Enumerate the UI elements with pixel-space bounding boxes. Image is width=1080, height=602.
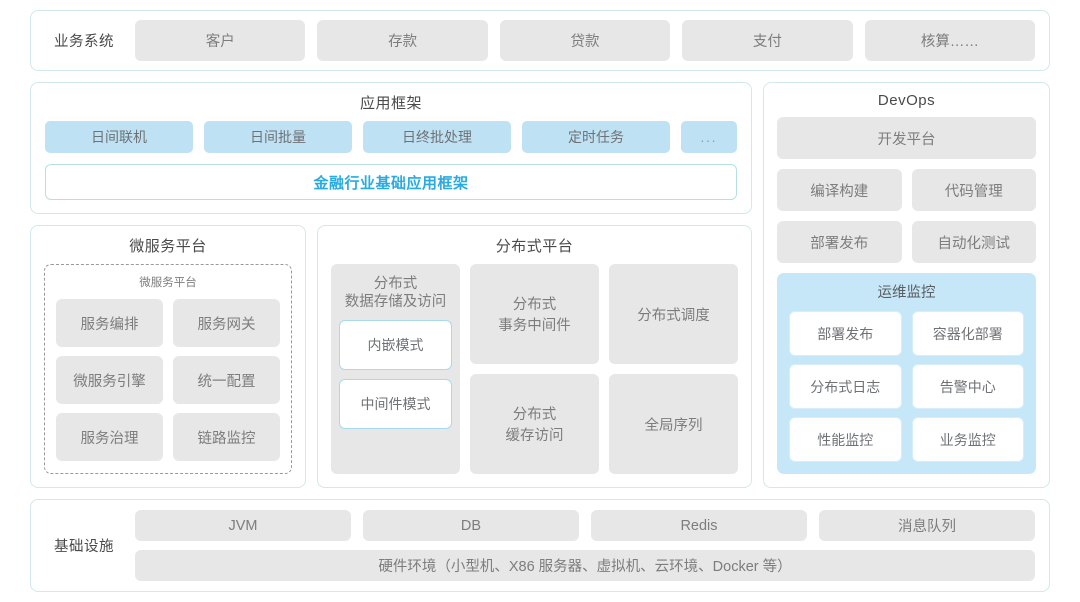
infrastructure-item[interactable]: JVM — [135, 510, 351, 541]
ops-monitoring-grid: 部署发布 容器化部署 分布式日志 告警中心 性能监控 业务监控 — [789, 311, 1024, 462]
app-framework-more-tag[interactable]: ... — [681, 121, 737, 153]
distributed-column-3: 分布式调度 全局序列 — [609, 264, 738, 474]
infrastructure-components: JVM DB Redis 消息队列 — [135, 510, 1035, 541]
app-framework-body: 日间联机 日间批量 日终批处理 定时任务 ... 金融行业基础应用框架 — [31, 121, 751, 213]
distributed-item[interactable]: 分布式调度 — [609, 264, 738, 364]
app-framework-tag[interactable]: 日间批量 — [204, 121, 352, 153]
microservice-item[interactable]: 微服务引擎 — [56, 356, 163, 404]
microservice-item[interactable]: 服务治理 — [56, 413, 163, 461]
distributed-platform-body: 分布式 数据存储及访问 内嵌模式 中间件模式 分布式 事务中间件 分布式 缓存访… — [318, 264, 751, 487]
storage-mode-middleware[interactable]: 中间件模式 — [339, 379, 452, 430]
distributed-item[interactable]: 全局序列 — [609, 374, 738, 474]
devops-item[interactable]: 自动化测试 — [911, 221, 1036, 263]
devops-row-1: 编译构建 代码管理 — [777, 169, 1036, 211]
financial-base-framework-bar[interactable]: 金融行业基础应用框架 — [45, 164, 737, 200]
business-system-card[interactable]: 存款 — [317, 20, 488, 61]
ops-monitoring-item[interactable]: 分布式日志 — [789, 364, 902, 409]
microservice-dashed-group: 微服务平台 服务编排 服务网关 微服务引擎 统一配置 服务治理 链路监控 — [44, 264, 292, 474]
microservice-item[interactable]: 服务编排 — [56, 299, 163, 347]
storage-mode-embedded[interactable]: 内嵌模式 — [339, 320, 452, 371]
infrastructure-item[interactable]: 消息队列 — [819, 510, 1035, 541]
business-system-card[interactable]: 贷款 — [499, 20, 671, 61]
devops-item[interactable]: 部署发布 — [777, 221, 902, 263]
devops-body: 开发平台 编译构建 代码管理 部署发布 自动化测试 运维监控 部署发布 容器化部… — [764, 117, 1049, 487]
ops-monitoring-item[interactable]: 性能监控 — [789, 417, 902, 462]
devops-title: DevOps — [877, 92, 936, 109]
infrastructure-panel: 基础设施 JVM DB Redis 消息队列 硬件环境（小型机、X86 服务器、… — [30, 499, 1050, 592]
distributed-storage-label: 分布式 数据存储及访问 — [344, 276, 447, 311]
business-systems-label: 业务系统 — [54, 34, 114, 50]
microservice-item[interactable]: 统一配置 — [173, 356, 280, 404]
distributed-storage-card[interactable]: 分布式 数据存储及访问 内嵌模式 中间件模式 — [331, 264, 460, 474]
distributed-platform-panel: 分布式平台 分布式 数据存储及访问 内嵌模式 中间件模式 分布式 事务中间件 — [317, 225, 752, 488]
infrastructure-item[interactable]: DB — [363, 510, 579, 541]
microservice-platform-panel: 微服务平台 微服务平台 服务编排 服务网关 微服务引擎 统一配置 服务治理 链路… — [30, 225, 306, 488]
ops-monitoring-item[interactable]: 容器化部署 — [911, 311, 1024, 356]
middle-left-column: 应用框架 日间联机 日间批量 日终批处理 定时任务 ... 金融行业基础应用框架… — [30, 82, 752, 488]
microservice-item[interactable]: 服务网关 — [173, 299, 280, 347]
microservice-items-grid: 服务编排 服务网关 微服务引擎 统一配置 服务治理 链路监控 — [56, 299, 280, 461]
ops-monitoring-item[interactable]: 告警中心 — [911, 364, 1024, 409]
distributed-item-label: 分布式 缓存访问 — [505, 407, 564, 444]
app-framework-tag[interactable]: 日间联机 — [45, 121, 193, 153]
infrastructure-item[interactable]: Redis — [591, 510, 807, 541]
lower-panels: 微服务平台 微服务平台 服务编排 服务网关 微服务引擎 统一配置 服务治理 链路… — [30, 225, 752, 488]
app-framework-tag[interactable]: 日终批处理 — [363, 121, 511, 153]
business-systems-cards: 客户 存款 贷款 支付 核算…… — [135, 20, 1036, 61]
app-framework-panel: 应用框架 日间联机 日间批量 日终批处理 定时任务 ... 金融行业基础应用框架 — [30, 82, 752, 214]
app-framework-tag[interactable]: 定时任务 — [522, 121, 670, 153]
distributed-item[interactable]: 分布式 事务中间件 — [470, 264, 599, 364]
microservice-platform-title: 微服务平台 — [129, 238, 207, 255]
middle-region: 应用框架 日间联机 日间批量 日终批处理 定时任务 ... 金融行业基础应用框架… — [30, 82, 1050, 488]
microservice-item[interactable]: 链路监控 — [173, 413, 280, 461]
distributed-item[interactable]: 分布式 缓存访问 — [470, 374, 599, 474]
microservice-inner-title: 微服务平台 — [139, 277, 197, 289]
distributed-item-label: 分布式调度 — [637, 307, 710, 324]
devops-item[interactable]: 代码管理 — [911, 169, 1036, 211]
business-system-card[interactable]: 核算…… — [864, 20, 1036, 61]
distributed-item-label: 全局序列 — [644, 417, 703, 434]
business-systems-panel: 业务系统 客户 存款 贷款 支付 核算…… — [30, 10, 1050, 71]
hardware-environment-card[interactable]: 硬件环境（小型机、X86 服务器、虚拟机、云环境、Docker 等） — [135, 550, 1035, 581]
infrastructure-stack: JVM DB Redis 消息队列 硬件环境（小型机、X86 服务器、虚拟机、云… — [135, 510, 1035, 581]
devops-panel: DevOps 开发平台 编译构建 代码管理 部署发布 自动化测试 运维监控 部署… — [763, 82, 1050, 488]
business-system-card[interactable]: 客户 — [135, 20, 306, 61]
devops-dev-platform[interactable]: 开发平台 — [777, 117, 1036, 159]
app-framework-title: 应用框架 — [359, 95, 422, 112]
devops-row-2: 部署发布 自动化测试 — [777, 221, 1036, 263]
devops-item[interactable]: 编译构建 — [777, 169, 902, 211]
distributed-column-2: 分布式 事务中间件 分布式 缓存访问 — [470, 264, 599, 474]
distributed-storage-column: 分布式 数据存储及访问 内嵌模式 中间件模式 — [331, 264, 460, 474]
distributed-platform-title: 分布式平台 — [495, 238, 574, 255]
ops-monitoring-panel: 运维监控 部署发布 容器化部署 分布式日志 告警中心 性能监控 业务监控 — [777, 273, 1036, 474]
ops-monitoring-item[interactable]: 部署发布 — [789, 311, 902, 356]
ops-monitoring-item[interactable]: 业务监控 — [911, 417, 1024, 462]
infrastructure-label: 基础设施 — [54, 539, 114, 555]
hardware-environment-row: 硬件环境（小型机、X86 服务器、虚拟机、云环境、Docker 等） — [135, 550, 1035, 581]
distributed-item-label: 分布式 事务中间件 — [498, 297, 571, 334]
business-system-card[interactable]: 支付 — [682, 20, 853, 61]
app-framework-tags: 日间联机 日间批量 日终批处理 定时任务 ... — [45, 121, 737, 153]
ops-monitoring-title: 运维监控 — [877, 285, 936, 301]
